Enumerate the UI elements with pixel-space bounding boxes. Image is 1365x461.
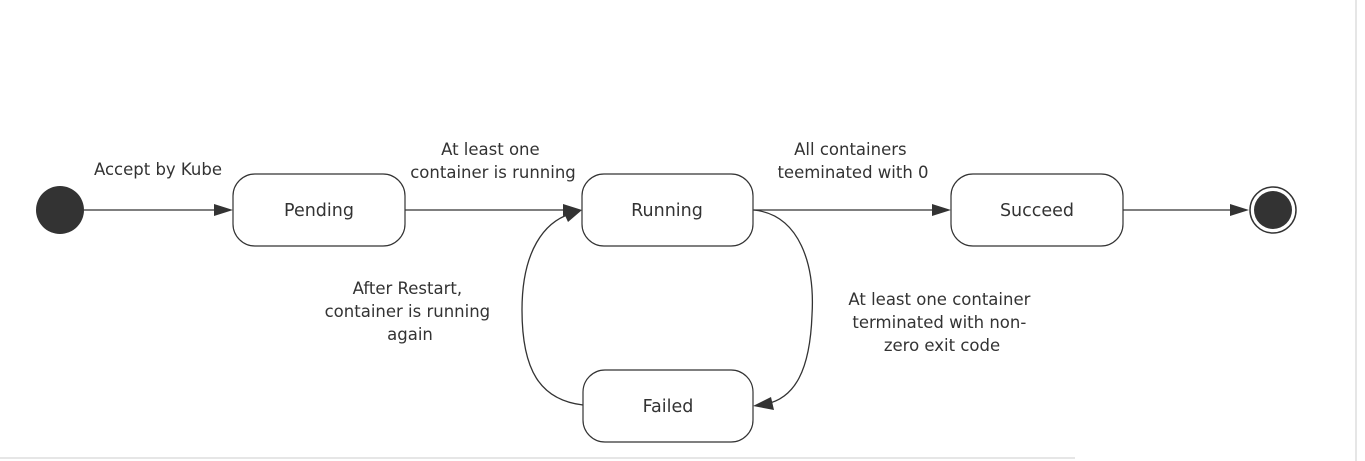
arrowhead-succeed [932, 204, 951, 216]
state-running: Running [581, 173, 754, 247]
transition-label-line: zero exit code [884, 336, 1000, 355]
arrowhead-running-from-failed [563, 210, 582, 222]
transition-label-line: terminated with non- [852, 313, 1026, 332]
transition-label-running-to-failed: At least one container terminated with n… [848, 290, 1035, 355]
arrowhead-final [1230, 204, 1249, 216]
edge-running-to-failed [753, 209, 814, 405]
transition-label-line: teeminated with 0 [777, 163, 928, 182]
arrowhead-pending [214, 204, 233, 216]
transition-label-line: At least one [441, 140, 540, 159]
state-label-succeed: Succeed [1000, 201, 1074, 221]
transition-label-failed-to-running: After Restart, container is running agai… [325, 279, 496, 344]
state-label-pending: Pending [284, 201, 354, 221]
final-state [1249, 186, 1297, 234]
transition-label-line: After Restart, [353, 279, 462, 298]
state-pending: Pending [232, 173, 406, 247]
initial-state [36, 186, 84, 234]
arrowhead-failed [753, 397, 774, 410]
state-failed: Failed [582, 369, 754, 443]
transition-label-running-to-succeed: All containers teeminated with 0 [777, 140, 928, 182]
transition-label-line: again [387, 325, 433, 344]
edge-failed-to-running [521, 213, 584, 406]
transition-label-accept-line: Accept by Kube [94, 160, 222, 179]
transition-label-accept: Accept by Kube [94, 160, 222, 179]
transition-label-pending-to-running: At least one container is running [410, 140, 576, 182]
transition-label-line: container is running [410, 163, 576, 182]
state-succeed: Succeed [950, 173, 1124, 247]
transition-label-line: container is running [325, 302, 491, 321]
transition-label-line: At least one container [848, 290, 1030, 309]
transition-label-line: All containers [794, 140, 906, 159]
state-label-failed: Failed [643, 397, 694, 417]
state-label-running: Running [631, 201, 703, 221]
